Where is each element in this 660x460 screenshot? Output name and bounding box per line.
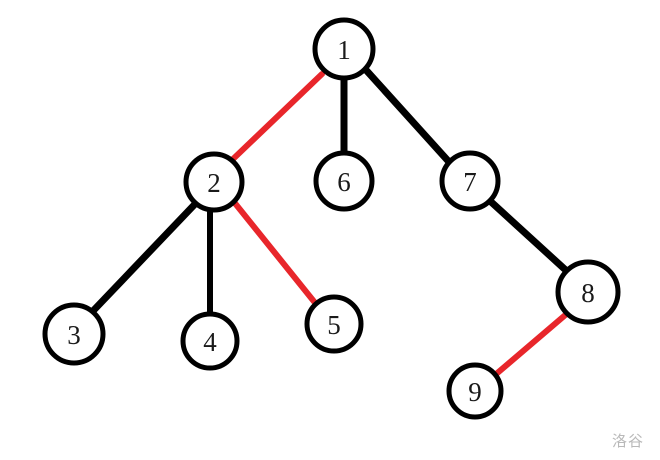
node-circle-8[interactable] bbox=[555, 259, 621, 325]
node-label-2: 2 bbox=[207, 168, 221, 198]
node-circle-6[interactable] bbox=[313, 150, 375, 212]
node-label-8: 8 bbox=[581, 278, 595, 308]
node-circle-7[interactable] bbox=[439, 150, 501, 212]
edge-7-8 bbox=[485, 196, 574, 278]
edge-8-9 bbox=[492, 308, 573, 378]
edge-1-2 bbox=[229, 71, 325, 163]
node-1[interactable]: 1 bbox=[312, 17, 376, 81]
edge-1-7 bbox=[362, 66, 454, 167]
node-label-3: 3 bbox=[67, 320, 81, 350]
node-label-4: 4 bbox=[203, 327, 217, 357]
node-7[interactable]: 7 bbox=[439, 150, 501, 212]
node-6[interactable]: 6 bbox=[313, 150, 375, 212]
node-3[interactable]: 3 bbox=[42, 302, 106, 366]
nodes-group: 1 2 3 4 5 6 7 8 9 bbox=[42, 17, 621, 420]
node-8[interactable]: 8 bbox=[555, 259, 621, 325]
node-4[interactable]: 4 bbox=[180, 311, 240, 371]
edges-group bbox=[88, 66, 574, 378]
node-circle-1[interactable] bbox=[312, 17, 376, 81]
node-circle-2[interactable] bbox=[183, 151, 245, 213]
node-2[interactable]: 2 bbox=[183, 151, 245, 213]
watermark-luogu: 洛谷 bbox=[612, 432, 645, 450]
node-circle-4[interactable] bbox=[180, 311, 240, 371]
node-label-7: 7 bbox=[463, 167, 477, 197]
edge-2-3 bbox=[88, 199, 200, 316]
node-circle-3[interactable] bbox=[42, 302, 106, 366]
node-circle-5[interactable] bbox=[304, 294, 364, 354]
node-label-5: 5 bbox=[327, 310, 341, 340]
node-5[interactable]: 5 bbox=[304, 294, 364, 354]
node-label-1: 1 bbox=[337, 35, 351, 65]
node-label-9: 9 bbox=[468, 377, 482, 407]
node-label-6: 6 bbox=[337, 167, 351, 197]
node-9[interactable]: 9 bbox=[446, 362, 504, 420]
node-circle-9[interactable] bbox=[446, 362, 504, 420]
edge-2-5 bbox=[231, 199, 319, 307]
